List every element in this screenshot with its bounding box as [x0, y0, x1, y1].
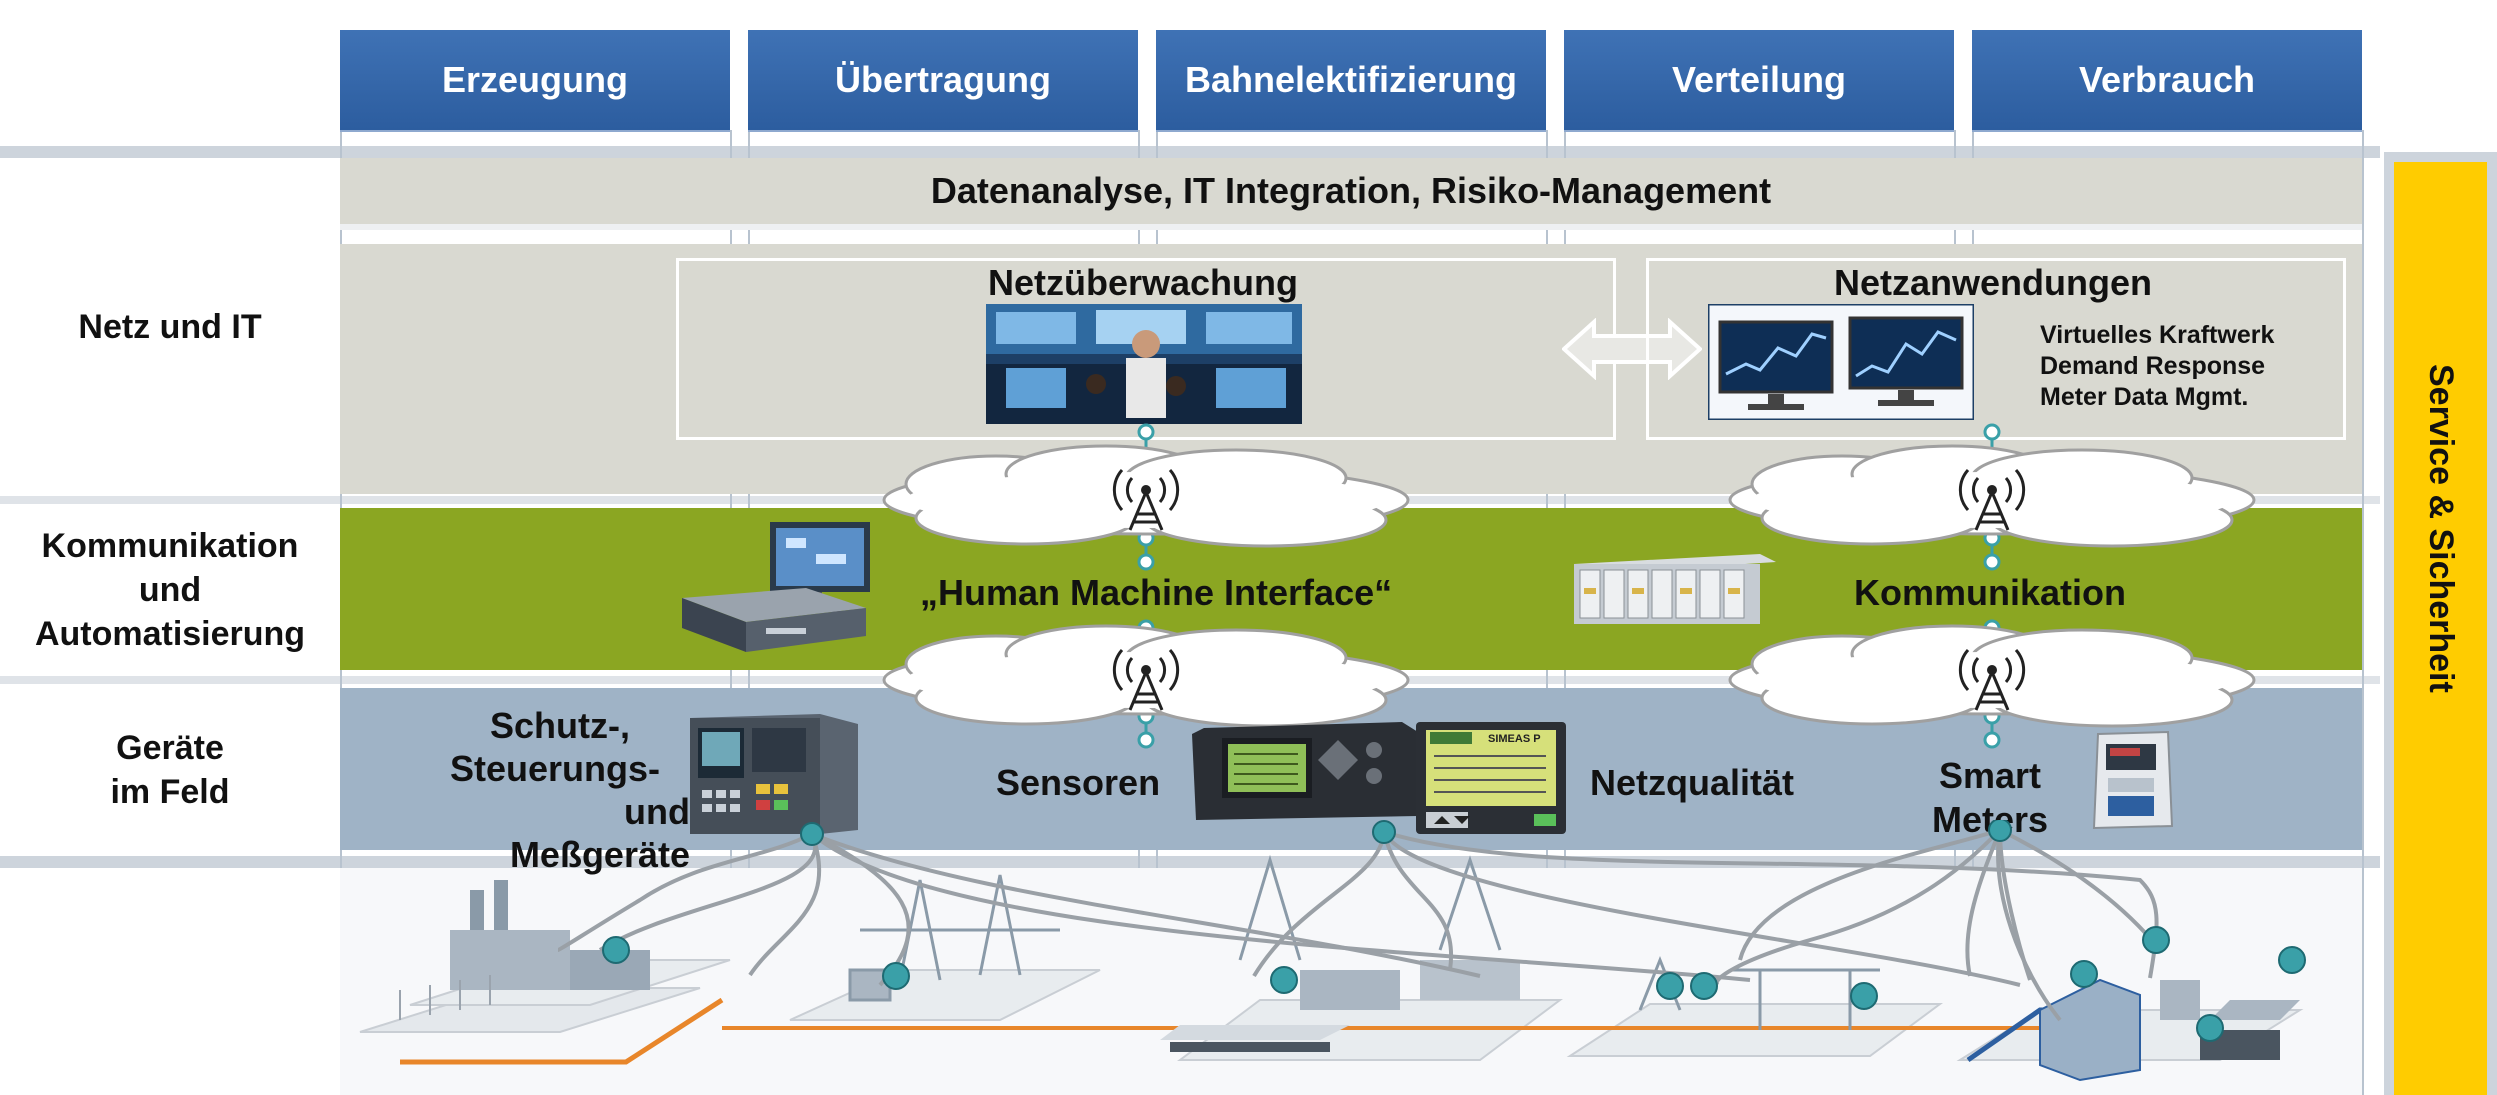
- network-nodes: [602, 820, 2306, 1042]
- schutz-label-line: Steuerungs-: [449, 748, 660, 789]
- network-node-icon: [1656, 972, 1684, 1000]
- network-node-icon: [800, 822, 824, 846]
- monitors-image: [1708, 304, 1974, 420]
- connector-icon: [1137, 529, 1155, 571]
- sensor-device-image: [1192, 722, 1418, 820]
- automation-device-image: [1574, 554, 1776, 624]
- kommunikation-label: Kommunikation: [1854, 572, 2127, 613]
- network-node-icon: [1690, 972, 1718, 1000]
- row-label-line: Automatisierung: [34, 615, 306, 653]
- cloud-icon: [1728, 624, 2256, 728]
- service-bar-text: Service & Sicherheit: [2422, 364, 2460, 693]
- row-label-line: Kommunikation: [41, 527, 299, 565]
- row-label-netz-it-text: Netz und IT: [78, 308, 262, 346]
- analysis-banner-text: Datenanalyse, IT Integration, Risiko-Man…: [930, 170, 1772, 211]
- connector-icon: [1983, 529, 2001, 571]
- row-label-netz-it: Netz und IT: [0, 305, 340, 349]
- netzanwendungen-item: Meter Data Mgmt.: [2040, 383, 2249, 411]
- column-header-verteilung: Verteilung: [1564, 30, 1954, 130]
- network-node-icon: [2070, 960, 2098, 988]
- network-node-icon: [2142, 926, 2170, 954]
- netzanwendungen-title: Netzanwendungen: [1833, 262, 2152, 303]
- double-arrow-icon: [1562, 318, 1702, 380]
- power-quality-meter-image: SIMEAS P: [1416, 722, 1566, 834]
- row-label-line: im Feld: [110, 773, 230, 811]
- network-node-icon: [882, 962, 910, 990]
- sensoren-label: Sensoren: [996, 762, 1161, 803]
- row-label-geraete: Geräte im Feld: [0, 726, 340, 814]
- row-label-kommunikation: Kommunikation und Automatisierung: [0, 524, 340, 656]
- column-header-bahnelektifizierung: Bahnelektifizierung: [1156, 30, 1546, 130]
- meter-screen-text: SIMEAS P: [1488, 733, 1541, 745]
- netzueberwachung-title: Netzüberwachung: [987, 262, 1299, 303]
- consumer-buildings-icon: [2039, 978, 2300, 1082]
- netzanwendungen-item: Virtuelles Kraftwerk: [2040, 321, 2275, 349]
- infrastructure-drawing: [359, 820, 2306, 1082]
- hmi-label: „Human Machine Interface“: [920, 572, 1393, 613]
- network-node-icon: [602, 936, 630, 964]
- row-label-line: und: [138, 571, 202, 609]
- control-room-image: [986, 304, 1302, 424]
- column-divider: [2362, 130, 2364, 1095]
- netzanwendungen-list: Virtuelles Kraftwerk Demand Response Met…: [2040, 320, 2274, 413]
- cloud-icon: [882, 444, 1410, 548]
- power-line-orange: [400, 997, 724, 1065]
- netzanwendungen-item: Demand Response: [2040, 352, 2266, 380]
- column-header-verbrauch: Verbrauch: [1972, 30, 2362, 130]
- analysis-banner: Datenanalyse, IT Integration, Risiko-Man…: [340, 158, 2362, 230]
- network-node-icon: [2196, 1014, 2224, 1042]
- schutz-label-line: und Meßgeräte: [509, 791, 690, 875]
- network-node-icon: [1850, 982, 1878, 1010]
- schutz-label-line: Schutz-,: [490, 705, 630, 746]
- smart-meter-image: [2092, 730, 2174, 830]
- column-header-erzeugung: Erzeugung: [340, 30, 730, 130]
- netzqualitaet-label: Netzqualität: [1590, 762, 1795, 803]
- protection-relay-image: [690, 714, 858, 834]
- network-node-icon: [1270, 966, 1298, 994]
- railway-icon: [1160, 854, 1520, 1052]
- cloud-icon: [1728, 444, 2256, 548]
- schutz-label: Schutz-, Steuerungs- und Meßgeräte: [440, 704, 690, 876]
- cloud-icon: [882, 624, 1410, 728]
- service-bar: Service & Sicherheit: [2394, 162, 2487, 1095]
- column-header-uebertragung: Übertragung: [748, 30, 1138, 130]
- network-node-icon: [1372, 820, 1396, 844]
- network-node-icon: [2278, 946, 2306, 974]
- row-label-line: Geräte: [116, 729, 224, 767]
- network-node-icon: [1988, 820, 2012, 842]
- smart-meters-line: Smart: [1938, 755, 2042, 796]
- row-separator-top: [0, 146, 2380, 158]
- hmi-computer-image: [682, 522, 870, 652]
